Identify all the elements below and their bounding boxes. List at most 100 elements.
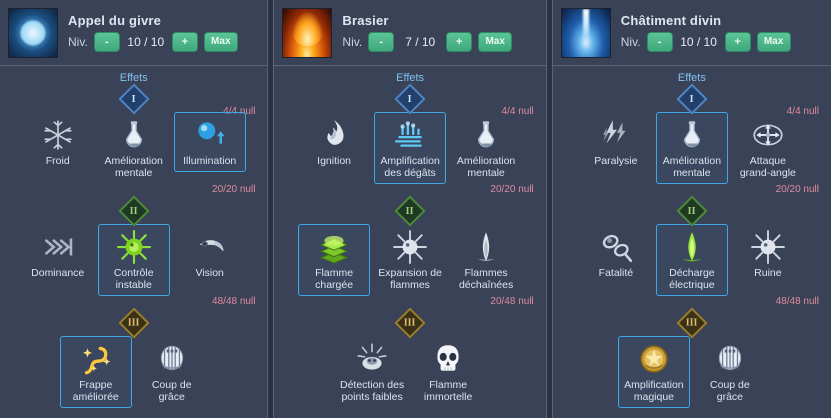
effects-label: Effets	[677, 72, 706, 84]
level-decrease-button[interactable]: -	[368, 32, 395, 52]
level-max-button[interactable]: Max	[756, 32, 791, 52]
skill-node[interactable]: Ignition	[298, 112, 370, 172]
tier-counter-row: 20/48 null	[274, 296, 545, 310]
tier-counter-top: 4/4 null	[786, 106, 819, 117]
level-increase-button[interactable]: +	[446, 32, 473, 52]
skill-header: Brasier Niv. - 7 / 10 + Max	[274, 0, 546, 66]
lightning-shards-icon	[599, 118, 633, 152]
tier-diamond-I: I	[676, 83, 708, 115]
skill-panel-appel-du-givre: Appel du givre Niv. - 10 / 10 + Max Effe…	[0, 0, 268, 418]
tier-block-I: I 4/4 null Ignition Amplification des dé…	[274, 83, 545, 198]
tier-counter-bottom: 48/48 null	[775, 296, 819, 307]
tier-node-row: Flamme chargée Expansion de flammes Flam…	[274, 224, 545, 296]
skill-node[interactable]: Flamme immortelle	[412, 336, 484, 408]
skill-panel-chatiment-divin: Châtiment divin Niv. - 10 / 10 + Max Eff…	[552, 0, 831, 418]
skill-node[interactable]: Vision	[174, 224, 246, 284]
skill-node[interactable]: Amélioration mentale	[450, 112, 522, 184]
tier-node-row: Froid Amélioration mentale Illumination	[0, 112, 267, 184]
skill-node[interactable]: Détection des points faibles	[336, 336, 408, 408]
orb-arrow-icon	[193, 118, 227, 152]
skill-node[interactable]: Dominance	[22, 224, 94, 284]
skill-node[interactable]: Amélioration mentale	[98, 112, 170, 184]
skill-node-label: Contrôle instable	[113, 267, 154, 291]
skill-node[interactable]: Amélioration mentale	[655, 112, 728, 184]
radar-burst-icon	[355, 342, 389, 376]
tier-diamond-II: II	[118, 195, 150, 227]
skill-node[interactable]: Flammes déchaînées	[450, 224, 522, 296]
level-max-button[interactable]: Max	[478, 32, 513, 52]
gold-medallion-icon	[637, 342, 671, 376]
tier-numeral: III	[686, 317, 698, 329]
tier-marker-wrap: III	[274, 307, 545, 339]
skill-title: Brasier	[342, 13, 389, 28]
skill-node[interactable]: Coup de grâce	[694, 336, 766, 408]
skill-node[interactable]: Amplification des dégâts	[374, 112, 447, 184]
skill-node-label: Attaque grand-angle	[739, 155, 796, 179]
level-decrease-button[interactable]: -	[93, 32, 120, 52]
tier-marker-wrap: I 4/4 null	[0, 83, 267, 117]
level-increase-button[interactable]: +	[171, 32, 198, 52]
tier-block-I: I 4/4 null Paralysie Amélioration mental…	[553, 83, 831, 198]
skill-node-label: Ignition	[317, 155, 352, 167]
tier-marker-wrap: III	[0, 307, 267, 339]
tier-counter-row: 20/20 null	[553, 184, 831, 198]
tier-counter-top: 4/4 null	[501, 106, 534, 117]
green-spire-icon	[675, 230, 709, 264]
level-label: Niv.	[68, 35, 88, 49]
level-controls: Niv. - 10 / 10 + Max	[68, 32, 238, 52]
skill-node[interactable]: Paralysie	[580, 112, 652, 172]
level-decrease-button[interactable]: -	[646, 32, 673, 52]
skill-node[interactable]: Coup de grâce	[136, 336, 208, 408]
tier-node-row: Dominance Contrôle instable Vision	[0, 224, 267, 296]
tier-numeral: I	[131, 93, 136, 105]
skill-node-label: Frappe améliorée	[72, 379, 119, 403]
tier-counter-row: 48/48 null	[0, 296, 267, 310]
skill-tree: Effets I 4/4 null Froid Amélioration men…	[0, 66, 267, 418]
skill-node-label: Coup de grâce	[151, 379, 192, 403]
skill-node-label: Coup de grâce	[710, 379, 750, 403]
panel-divider	[267, 0, 275, 418]
tier-numeral: I	[408, 93, 413, 105]
skill-node[interactable]: Ruine	[732, 224, 804, 284]
tier-counter-row	[274, 408, 545, 418]
skill-node[interactable]: Frappe améliorée	[59, 336, 132, 408]
skill-node[interactable]: Amplification magique	[617, 336, 690, 408]
tier-numeral: I	[689, 93, 694, 105]
skill-node[interactable]: Flamme chargée	[298, 224, 371, 296]
tier-marker-wrap: III	[553, 307, 831, 339]
sparkle-staff-icon	[79, 342, 113, 376]
tier-diamond-II: II	[394, 195, 426, 227]
level-controls: Niv. - 10 / 10 + Max	[621, 32, 791, 52]
tier-node-row: Paralysie Amélioration mentale Attaque g…	[553, 112, 831, 184]
green-burst-icon	[116, 230, 151, 264]
skill-node-label: Détection des points faibles	[339, 379, 405, 403]
tier-diamond-I: I	[394, 83, 426, 115]
white-spire-icon	[469, 230, 503, 264]
skill-node[interactable]: Décharge électrique	[655, 224, 728, 296]
skill-header: Châtiment divin Niv. - 10 / 10 + Max	[552, 0, 831, 66]
potion-icon	[469, 118, 503, 152]
holy-portrait[interactable]	[560, 7, 611, 58]
skill-node[interactable]: Contrôle instable	[97, 224, 170, 296]
skill-node[interactable]: Froid	[22, 112, 94, 172]
level-value: 7 / 10	[405, 35, 436, 49]
tier-counter-row: 20/20 null	[274, 184, 545, 198]
skill-node[interactable]: Attaque grand-angle	[732, 112, 804, 184]
level-controls: Niv. - 7 / 10 + Max	[342, 32, 513, 52]
tier-marker-wrap: II	[0, 195, 267, 227]
skill-node[interactable]: Expansion de flammes	[374, 224, 446, 296]
frost-portrait[interactable]	[8, 7, 58, 58]
skill-node[interactable]: Illumination	[173, 112, 246, 172]
tier-numeral: III	[404, 317, 416, 329]
skill-node-label: Flamme chargée	[315, 267, 354, 291]
fire-portrait[interactable]	[282, 7, 333, 58]
blue-streaks-icon	[393, 118, 427, 152]
level-increase-button[interactable]: +	[724, 32, 751, 52]
level-max-button[interactable]: Max	[203, 32, 238, 52]
skill-node[interactable]: Fatalité	[580, 224, 652, 284]
level-value: 10 / 10	[127, 35, 165, 49]
tier-node-row: Frappe améliorée Coup de grâce	[0, 336, 267, 408]
effects-label: Effets	[396, 72, 425, 84]
chevrons-icon	[41, 230, 75, 264]
